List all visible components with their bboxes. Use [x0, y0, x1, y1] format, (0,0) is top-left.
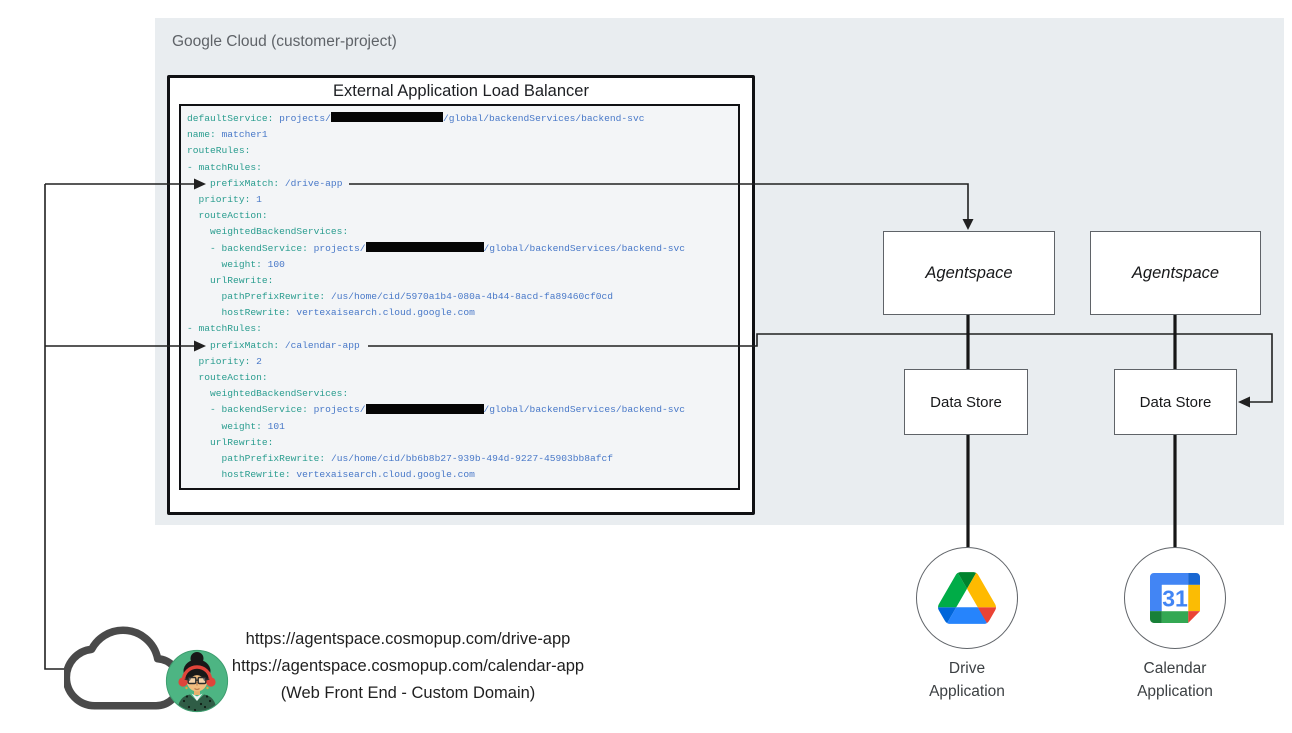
calendar-application-circle: 31: [1124, 547, 1226, 649]
code-segment: matcher1: [221, 129, 268, 141]
code-line: weightedBackendServices:: [187, 386, 738, 402]
code-segment: - matchRules:: [187, 323, 262, 335]
redaction-bar: [330, 112, 443, 123]
code-segment: weightedBackendServices:: [187, 388, 349, 400]
code-line: defaultService: projects/ /global/backend…: [187, 111, 738, 127]
code-line: - prefixMatch: /drive-app: [187, 176, 738, 192]
code-segment: 101: [267, 420, 285, 432]
google-cloud-panel-label: Google Cloud (customer-project): [172, 33, 397, 50]
code-segment: /us/home/cid/bb6b8b27-939b-494d-9227-459…: [330, 452, 614, 464]
redaction-bar: [365, 403, 484, 414]
code-segment: /calendar-app: [284, 339, 360, 351]
code-segment: weight:: [187, 420, 268, 432]
code-segment: priority:: [187, 193, 257, 205]
code-line: priority: 1: [187, 192, 738, 208]
code-line: routeRules:: [187, 143, 738, 159]
code-line: pathPrefixRewrite: /us/home/cid/bb6b8b27…: [187, 451, 738, 467]
code-line: hostRewrite: vertexaisearch.cloud.google…: [187, 467, 738, 483]
data-store-box-1: Data Store: [904, 369, 1028, 435]
code-segment: hostRewrite:: [187, 307, 297, 319]
frontend-url-calendar: https://agentspace.cosmopup.com/calendar…: [231, 657, 585, 675]
agentspace-box-1: Agentspace: [883, 231, 1055, 315]
code-segment: weight:: [187, 258, 268, 270]
code-segment: 2: [256, 355, 262, 367]
drive-application-label: Drive Application: [929, 660, 1005, 700]
code-segment: urlRewrite:: [187, 274, 274, 286]
code-line: hostRewrite: vertexaisearch.cloud.google…: [187, 305, 738, 321]
agentspace-box-2: Agentspace: [1090, 231, 1261, 315]
code-segment: - backendService:: [187, 404, 314, 416]
code-line: weightedBackendServices:: [187, 224, 738, 240]
code-segment: /global/backendServices/backend-svc: [483, 242, 686, 254]
code-segment: /global/backendServices/backend-svc: [442, 113, 645, 124]
code-line: routeAction:: [187, 208, 738, 224]
code-segment: routeAction:: [187, 210, 268, 222]
code-segment: /us/home/cid/5970a1b4-080a-4b44-8acd-fa8…: [330, 291, 614, 303]
code-segment: pathPrefixRewrite:: [187, 452, 331, 464]
code-line: priority: 2: [187, 354, 738, 370]
code-segment: routeAction:: [187, 372, 268, 383]
code-segment: priority:: [187, 355, 257, 367]
code-segment: urlRewrite:: [187, 436, 274, 448]
frontend-urls: https://agentspace.cosmopup.com/drive-ap…: [228, 626, 588, 707]
google-calendar-icon: 31: [1150, 573, 1200, 623]
frontend-url-drive: https://agentspace.cosmopup.com/drive-ap…: [245, 630, 571, 648]
frontend-caption: (Web Front End - Custom Domain): [280, 684, 536, 702]
user-avatar-icon: [165, 649, 229, 713]
calendar-application-label: Calendar Application: [1137, 660, 1213, 700]
code-segment: projects/: [279, 113, 331, 124]
redaction-bar: [365, 241, 484, 252]
code-segment: projects/: [313, 242, 366, 254]
code-line: - prefixMatch: /calendar-app: [187, 338, 738, 354]
code-segment: - backendService:: [187, 242, 314, 254]
code-segment: /global/backendServices/backend-svc: [483, 404, 686, 416]
code-segment: - prefixMatch:: [187, 177, 285, 189]
code-segment: vertexaisearch.cloud.google.com: [296, 469, 475, 481]
load-balancer-title: External Application Load Balancer: [333, 82, 589, 100]
code-line: pathPrefixRewrite: /us/home/cid/5970a1b4…: [187, 289, 738, 305]
code-segment: pathPrefixRewrite:: [187, 291, 331, 303]
code-segment: /drive-app: [284, 177, 343, 189]
load-balancer-box: External Application Load Balancer defau…: [167, 75, 755, 515]
code-line: - matchRules:: [187, 160, 738, 176]
data-store-box-2: Data Store: [1114, 369, 1237, 435]
code-segment: - matchRules:: [187, 161, 262, 173]
code-line: routeAction:: [187, 370, 738, 386]
google-drive-icon: [938, 572, 996, 624]
code-line: - backendService: projects/ /global/backe…: [187, 402, 738, 418]
svg-text:31: 31: [1162, 585, 1188, 611]
code-line: weight: 101: [187, 419, 738, 435]
code-line: urlRewrite:: [187, 435, 738, 451]
code-segment: routeRules:: [187, 145, 251, 157]
code-segment: 100: [267, 258, 285, 270]
code-segment: defaultService:: [187, 113, 280, 124]
code-segment: hostRewrite:: [187, 469, 297, 481]
code-segment: weightedBackendServices:: [187, 226, 349, 238]
user-avatar: [165, 649, 229, 718]
frontend-routing-line: [44, 184, 95, 670]
code-line: - matchRules:: [187, 321, 738, 337]
code-line: urlRewrite:: [187, 273, 738, 289]
code-segment: name:: [187, 129, 222, 141]
code-line: name: matcher1: [187, 127, 738, 143]
code-segment: vertexaisearch.cloud.google.com: [296, 307, 475, 319]
code-segment: 1: [256, 193, 262, 205]
code-segment: - prefixMatch:: [187, 339, 285, 351]
code-segment: projects/: [313, 404, 366, 416]
lb-code: defaultService: projects/ /global/backend…: [179, 104, 740, 490]
drive-application-circle: [916, 547, 1018, 649]
code-line: - backendService: projects/ /global/backe…: [187, 241, 738, 257]
code-line: weight: 100: [187, 257, 738, 273]
